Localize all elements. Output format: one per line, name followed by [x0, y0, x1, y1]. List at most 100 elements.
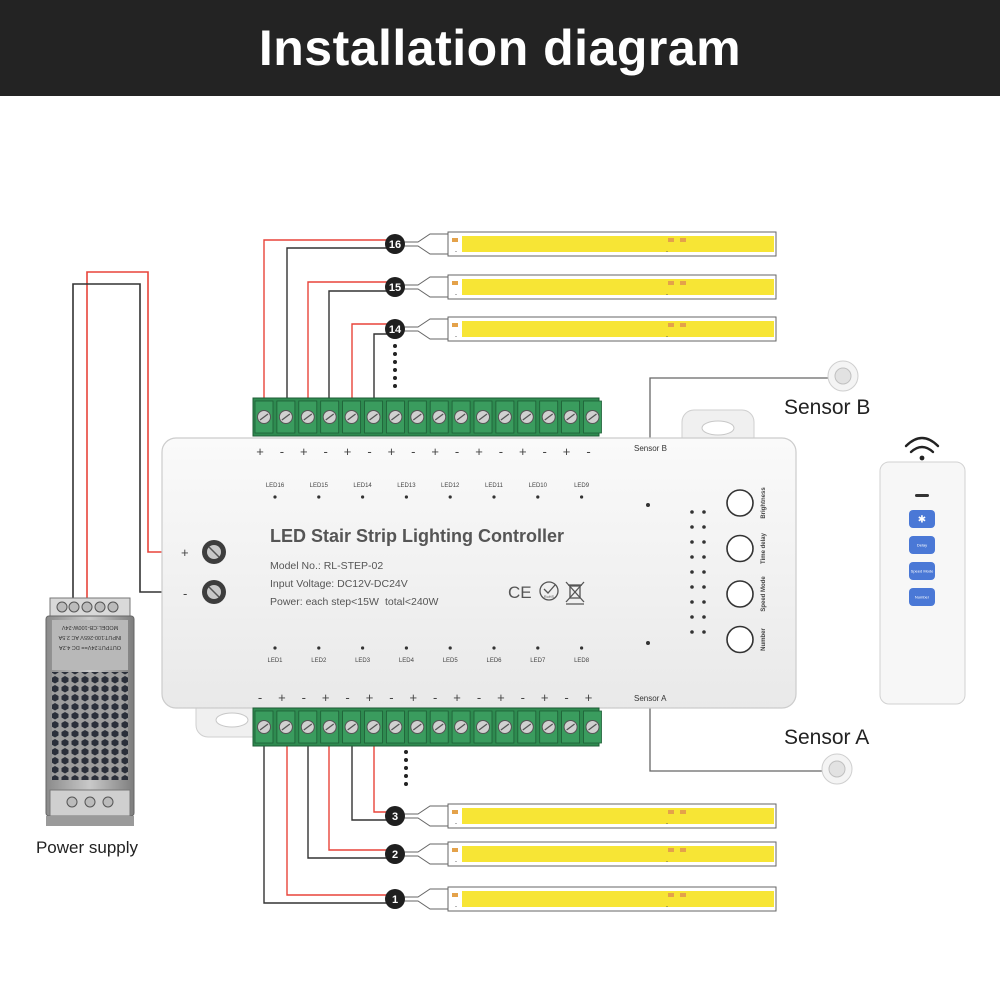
control-button-time-delay[interactable]: Time delay [726, 532, 767, 564]
remote-button-number[interactable]: Number [909, 588, 935, 606]
remote-body [879, 461, 966, 705]
strip-connector [401, 805, 449, 827]
remote-button-cap[interactable] [909, 536, 935, 554]
strip-polarity-mark: - [455, 334, 457, 340]
wire-strip-16-positive [263, 239, 400, 400]
solder-pad [680, 323, 686, 327]
led-label: LED10 [529, 483, 548, 489]
polarity-mark: + [475, 444, 483, 459]
power-plus-label: + [181, 545, 189, 560]
polarity-mark: - [258, 690, 262, 705]
button-label: Number [761, 628, 767, 651]
grid-dot [702, 525, 706, 529]
button-label: Speed Mode [761, 576, 767, 612]
controller-body [161, 437, 797, 709]
indicator-dot-a [646, 641, 650, 645]
rohs-icon: RoHS [539, 581, 559, 601]
strip-cob-light [462, 236, 774, 252]
weee-bin-icon [565, 581, 585, 605]
power-terminal-positive [202, 540, 226, 564]
strip-polarity-mark: - [455, 859, 457, 865]
remote-button-cap[interactable] [909, 588, 935, 606]
strip-cob-light [462, 846, 774, 862]
terminal-block-top [252, 397, 602, 437]
control-button-number[interactable]: Number [726, 625, 767, 654]
screw-slot [434, 413, 444, 421]
led-label: LED5 [443, 658, 459, 664]
indicator-dot-grid [690, 510, 706, 634]
wire-sensor-a [649, 700, 832, 772]
screw-slot [456, 413, 466, 421]
grid-dot [702, 600, 706, 604]
screw-slot [259, 413, 269, 421]
psu-model-text: MODEL:CB-100W-24V [61, 624, 118, 630]
polarity-mark: + [541, 690, 549, 705]
screw-slot [281, 413, 291, 421]
button-label: Time delay [761, 532, 767, 564]
remote-button-delay[interactable]: Delay [909, 536, 935, 554]
solder-pad [452, 323, 458, 327]
wire-strip-2-positive [328, 735, 400, 851]
sensor-a: Sensor A [784, 726, 869, 785]
polarity-mark: + [322, 690, 330, 705]
polarity-mark: - [586, 444, 590, 459]
screw-slot [478, 413, 488, 421]
button-cap[interactable] [726, 580, 754, 608]
psu-vent-grille [52, 672, 128, 780]
button-cap[interactable] [726, 534, 754, 563]
strip-number: 14 [389, 324, 402, 336]
strip-polarity-mark: - [666, 334, 668, 340]
led-strips: --16--15--14--3--2--1 [385, 231, 777, 912]
polarity-mark: + [300, 444, 308, 459]
led-label: LED8 [574, 658, 590, 664]
polarity-mark: - [302, 690, 306, 705]
psu-top-screws [56, 601, 119, 613]
screw-slot [369, 413, 378, 421]
strip-polarity-mark: - [666, 904, 668, 910]
controller-power-step: Power: each step<15W [270, 596, 379, 608]
remote-button-speed-mode[interactable]: Speed Mode [909, 562, 935, 580]
port-label-sensor-a: Sensor A [634, 694, 667, 703]
wire-strip-3-negative [351, 735, 400, 821]
control-button-brightness[interactable]: Brightness [726, 487, 767, 519]
grid-dot [690, 600, 694, 604]
polarity-marks-bottom: -+-+-+-+-+-+-+-+ [258, 690, 592, 705]
led-indicator-dot [580, 495, 584, 499]
led-label: LED16 [266, 483, 285, 489]
led-label: LED6 [486, 658, 502, 664]
wire-strip-15-negative [328, 290, 400, 400]
screw-slot [347, 723, 356, 731]
strip-number-badge [385, 844, 405, 864]
led-label: LED1 [267, 658, 283, 664]
controller-title: LED Stair Strip Lighting Controller [270, 526, 564, 546]
control-button-speed-mode[interactable]: Speed Mode [726, 576, 767, 612]
led-indicator-dot [361, 495, 365, 499]
button-cap[interactable] [726, 489, 754, 517]
strip-polarity-mark: - [666, 859, 668, 865]
screw-slot [544, 413, 554, 421]
screw-slot [303, 723, 313, 731]
screw-slot [412, 723, 422, 731]
solder-pad [680, 810, 686, 814]
led-indicator-dot [361, 646, 365, 650]
led-indicator-dot [580, 646, 584, 650]
power-wire-negative [72, 283, 198, 605]
remote-button-label: Speed Mode [911, 569, 934, 574]
remote-button-brightness[interactable]: ✱ [909, 510, 935, 528]
strip-polarity-mark: - [455, 904, 457, 910]
led-indicator-dot [317, 495, 321, 499]
polarity-mark: + [278, 690, 286, 705]
solder-pad [680, 281, 686, 285]
polarity-mark: + [256, 444, 264, 459]
strip-number: 15 [389, 282, 401, 294]
strip-connector [401, 843, 449, 865]
led-indicator-dot [273, 495, 277, 499]
grid-dot [690, 570, 694, 574]
button-cap[interactable] [726, 625, 754, 654]
screw-slot [478, 723, 488, 731]
remote-button-cap[interactable] [909, 510, 935, 528]
strip-connector [401, 233, 449, 255]
strip-cob-light [462, 321, 774, 337]
remote-button-cap[interactable] [909, 562, 935, 580]
